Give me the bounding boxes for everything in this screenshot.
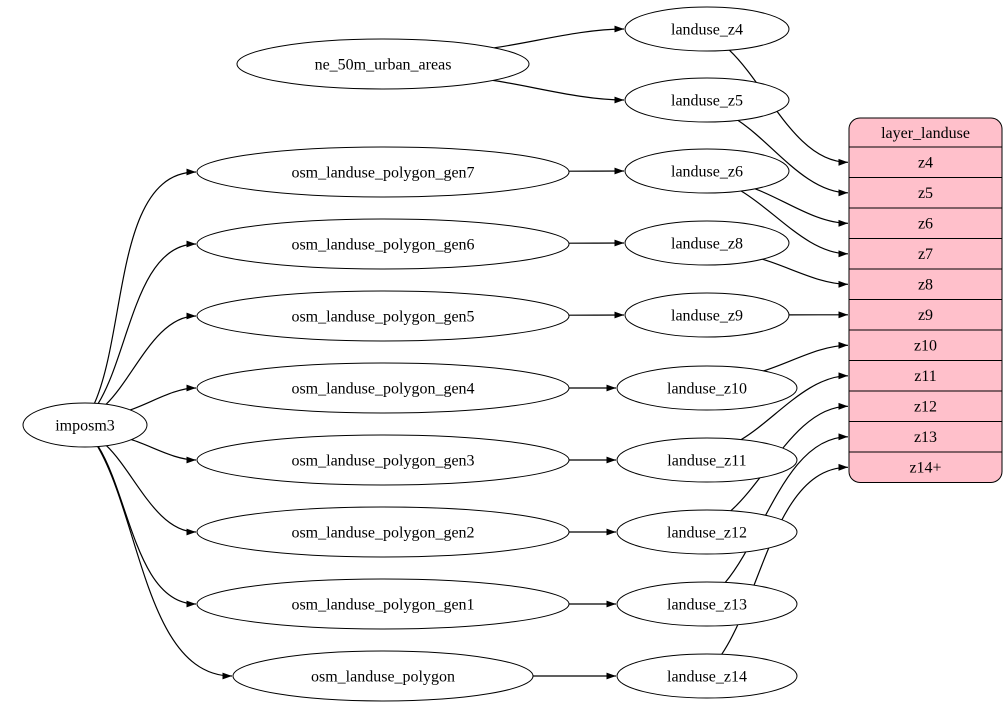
node-landuse_z9: landuse_z9 (624, 292, 790, 338)
edge-imposm3-to-osm_landuse_polygon_gen4 (130, 384, 197, 411)
node-label: landuse_z12 (667, 524, 747, 541)
table-title: layer_landuse (881, 125, 970, 142)
node-label: landuse_z14 (667, 668, 747, 685)
node-shape (624, 77, 790, 123)
node-osm_landuse_polygon_gen5: osm_landuse_polygon_gen5 (196, 290, 570, 342)
node-shape (196, 434, 570, 486)
table-row-z13: z13 (914, 429, 937, 446)
node-shape (616, 653, 798, 699)
table-row-z7: z7 (918, 246, 933, 263)
node-label: osm_landuse_polygon_gen5 (291, 308, 474, 325)
edge-imposm3-to-osm_landuse_polygon_gen3 (131, 439, 197, 464)
node-label: landuse_z11 (667, 452, 746, 469)
node-shape (624, 6, 790, 52)
node-shape (196, 578, 570, 630)
node-label: osm_landuse_polygon_gen4 (291, 380, 474, 397)
node-osm_landuse_polygon_gen4: osm_landuse_polygon_gen4 (196, 362, 570, 414)
edge-landuse_z11-to-z11 (740, 372, 849, 441)
table-row-z4: z4 (918, 155, 933, 172)
node-osm_landuse_polygon_gen3: osm_landuse_polygon_gen3 (196, 434, 570, 486)
node-label: landuse_z13 (667, 596, 747, 613)
table-row-z14+: z14+ (909, 460, 941, 477)
edge-landuse_z4-to-z4 (728, 49, 849, 166)
node-label: landuse_z9 (671, 307, 743, 324)
node-landuse_z13: landuse_z13 (616, 581, 798, 627)
edge-landuse_z12-to-z12 (730, 402, 849, 512)
edge-landuse_z10-to-z10 (763, 341, 849, 372)
node-landuse_z6: landuse_z6 (624, 148, 790, 194)
edge-landuse_z6-to-z6 (754, 188, 849, 227)
edge-imposm3-to-osm_landuse_polygon_gen6 (97, 240, 197, 404)
node-shape (616, 437, 798, 483)
edge-landuse_z6-to-z7 (740, 190, 849, 258)
node-landuse_z10: landuse_z10 (616, 365, 798, 411)
node-landuse_z12: landuse_z12 (616, 509, 798, 555)
node-shape (624, 148, 790, 194)
node-shape (196, 218, 570, 270)
node-label: landuse_z6 (671, 163, 743, 180)
edge-landuse_z8-to-z8 (762, 258, 849, 288)
node-landuse_z8: landuse_z8 (624, 220, 790, 266)
node-label: osm_landuse_polygon (311, 668, 455, 685)
node-shape (236, 38, 530, 90)
node-label: landuse_z5 (671, 92, 743, 109)
table-row-z6: z6 (918, 216, 933, 233)
node-label: landuse_z10 (667, 380, 747, 397)
node-label: imposm3 (55, 417, 115, 434)
nodes-layer: imposm3 ne_50m_urban_areas osm_landuse_pol… (22, 6, 798, 702)
node-ne_50m_urban_areas: ne_50m_urban_areas (236, 38, 530, 90)
edge-imposm3-to-osm_landuse_polygon_gen2 (105, 445, 197, 536)
node-osm_landuse_polygon_gen6: osm_landuse_polygon_gen6 (196, 218, 570, 270)
node-label: ne_50m_urban_areas (315, 56, 452, 73)
node-osm_landuse_polygon_gen2: osm_landuse_polygon_gen2 (196, 506, 570, 558)
node-shape (196, 506, 570, 558)
edge-imposm3-to-osm_landuse_polygon_gen7 (93, 168, 197, 404)
node-shape (616, 581, 798, 627)
table-row-z5: z5 (918, 185, 933, 202)
edge-imposm3-to-osm_landuse_polygon_gen5 (105, 312, 197, 405)
node-imposm3: imposm3 (22, 402, 148, 448)
node-osm_landuse_polygon_gen7: osm_landuse_polygon_gen7 (196, 146, 570, 198)
table-row-z9: z9 (918, 307, 933, 324)
edge-ne_50m_urban_areas-to-landuse_z4 (494, 25, 625, 49)
node-shape (232, 650, 534, 702)
table-row-z10: z10 (914, 338, 937, 355)
node-label: osm_landuse_polygon_gen3 (291, 452, 474, 469)
node-label: landuse_z8 (671, 235, 743, 252)
table-row-z11: z11 (914, 368, 937, 385)
edge-landuse_z13-to-z13 (724, 433, 849, 583)
node-label: osm_landuse_polygon_gen2 (291, 524, 474, 541)
node-shape (616, 365, 798, 411)
node-shape (196, 290, 570, 342)
edge-landuse_z5-to-z5 (737, 119, 849, 197)
node-landuse_z11: landuse_z11 (616, 437, 798, 483)
node-landuse_z14: landuse_z14 (616, 653, 798, 699)
node-shape (196, 362, 570, 414)
node-shape (624, 220, 790, 266)
table-outline (848, 117, 1003, 483)
table-row-z12: z12 (914, 399, 937, 416)
table-layer_landuse: layer_landuse z4 z5 z6 z7 z8 z9 z10 z11 z12 z13 z14… (848, 117, 1003, 483)
node-shape (616, 509, 798, 555)
node-shape (22, 402, 148, 448)
node-osm_landuse_polygon_gen1: osm_landuse_polygon_gen1 (196, 578, 570, 630)
edges-layer (93, 25, 849, 680)
table-row-z8: z8 (918, 277, 933, 294)
node-osm_landuse_polygon: osm_landuse_polygon (232, 650, 534, 702)
node-landuse_z4: landuse_z4 (624, 6, 790, 52)
node-label: osm_landuse_polygon_gen1 (291, 596, 474, 613)
edge-imposm3-to-osm_landuse_polygon_gen1 (97, 446, 197, 608)
node-label: osm_landuse_polygon_gen7 (291, 164, 474, 181)
edge-ne_50m_urban_areas-to-landuse_z5 (492, 79, 625, 104)
node-landuse_z5: landuse_z5 (624, 77, 790, 123)
edge-imposm3-to-osm_landuse_polygon (97, 446, 233, 680)
node-label: osm_landuse_polygon_gen6 (291, 236, 474, 253)
node-shape (196, 146, 570, 198)
node-label: landuse_z4 (671, 21, 743, 38)
node-shape (624, 292, 790, 338)
